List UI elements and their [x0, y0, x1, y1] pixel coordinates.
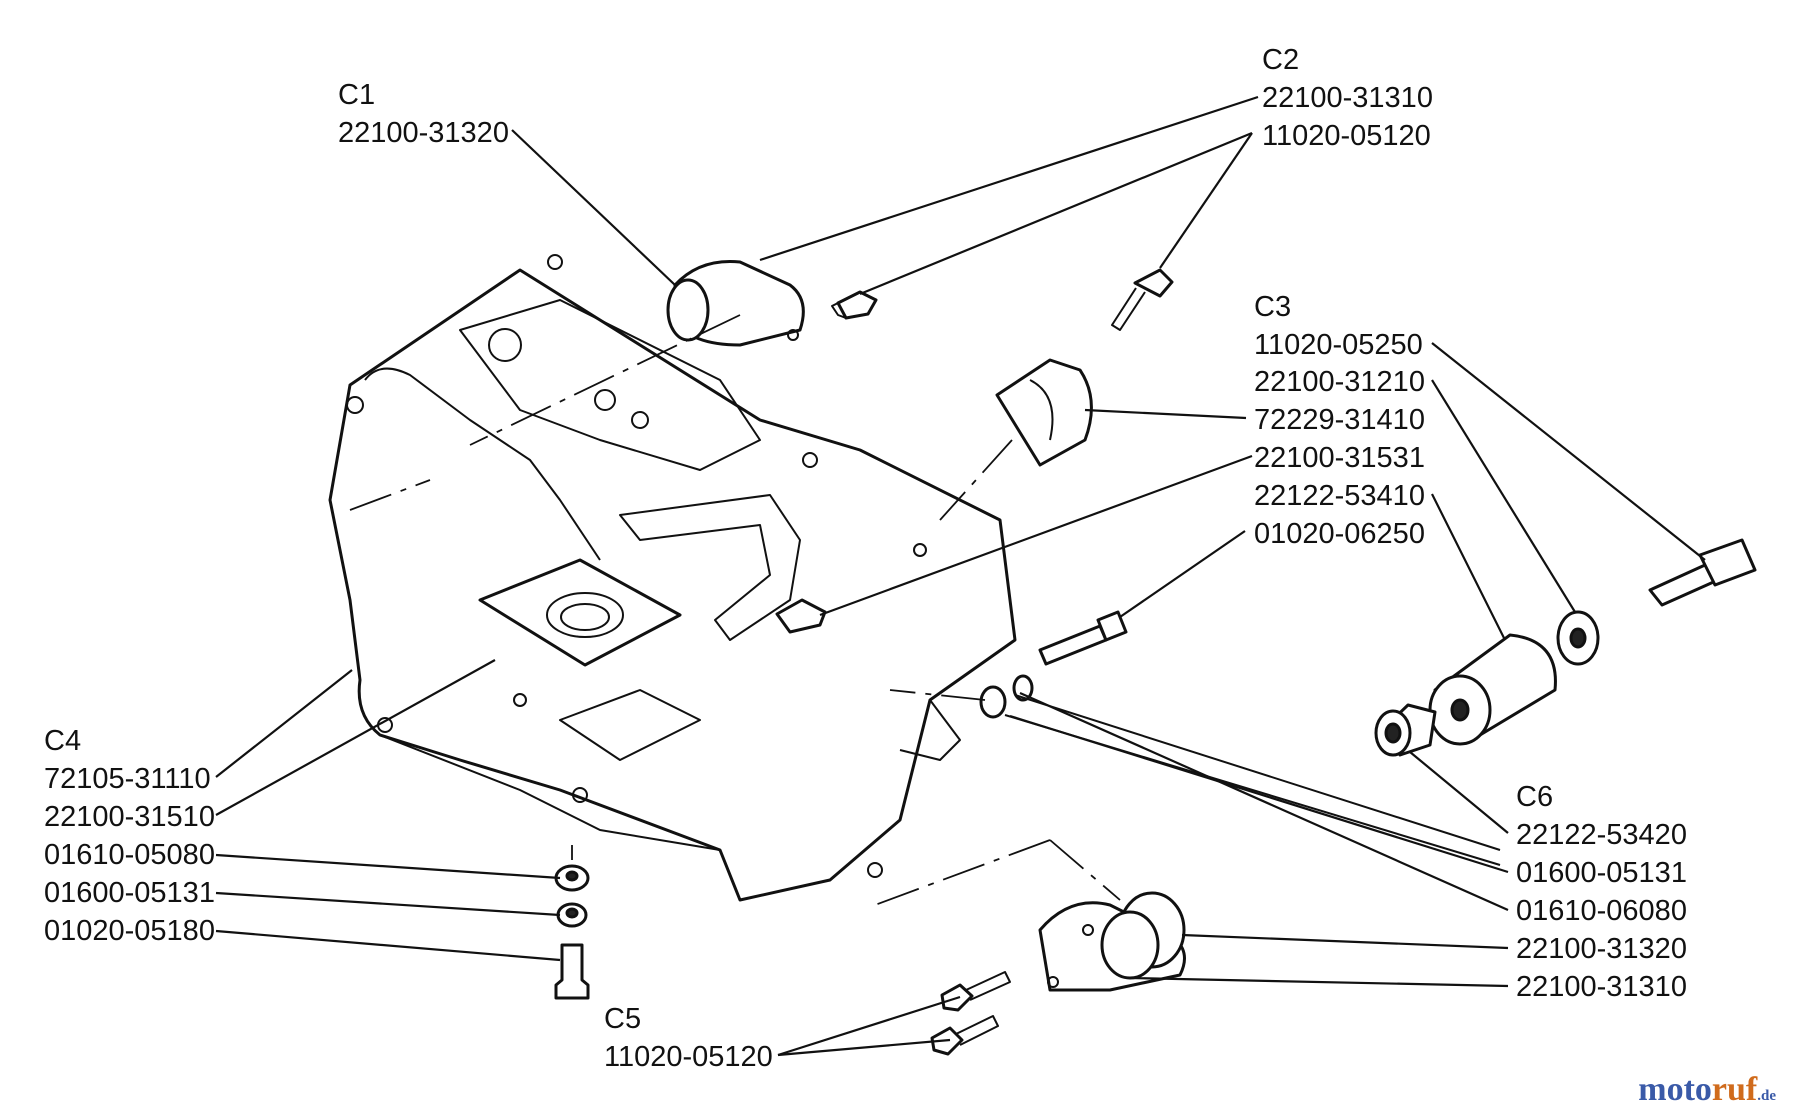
- group-title-c2: C2: [1262, 44, 1299, 76]
- group-title-c1: C1: [338, 79, 375, 111]
- leader-lines: [215, 95, 1706, 1057]
- part-number: 22100-31310: [1516, 971, 1687, 1003]
- damper-c3: [995, 358, 1093, 467]
- bushing-c6: [1374, 703, 1437, 757]
- watermark-part1: moto: [1638, 1071, 1712, 1108]
- watermark-logo: motoruf.de: [1638, 1071, 1776, 1109]
- sleeve-c3: [1428, 633, 1557, 746]
- part-number: 01610-06080: [1516, 895, 1687, 927]
- part-number: 01600-05131: [44, 877, 215, 909]
- part-number: 72229-31410: [1254, 404, 1425, 436]
- group-c3: C3 11020-05250 22100-31210 72229-31410 2…: [1254, 291, 1425, 550]
- part-number: 11020-05120: [604, 1041, 773, 1073]
- washer-stack-c4: [554, 864, 590, 1000]
- part-number: 22100-31320: [338, 117, 509, 149]
- screw-c2-vertical: [1111, 268, 1174, 331]
- group-title-c6: C6: [1516, 781, 1553, 813]
- group-c2: C2 22100-31310 11020-05120: [1262, 44, 1433, 152]
- mount-c6: [1038, 891, 1186, 992]
- plug-c3: [775, 598, 827, 634]
- group-c6: C6 22122-53420 01600-05131 01610-06080 2…: [1516, 781, 1687, 1003]
- part-number: 22100-31510: [44, 801, 215, 833]
- part-number: 22100-31531: [1254, 442, 1425, 474]
- part-number: 01610-05080: [44, 839, 215, 871]
- part-number: 22122-53410: [1254, 480, 1425, 512]
- group-c5: C5 11020-05120: [604, 1003, 773, 1073]
- assembly-lines: [349, 314, 1121, 906]
- part-number: 11020-05120: [1262, 120, 1431, 152]
- mount-c1: [666, 259, 805, 347]
- group-title-c3: C3: [1254, 291, 1291, 323]
- part-number: 22100-31210: [1254, 366, 1425, 398]
- part-number: 22122-53420: [1516, 819, 1687, 851]
- group-c1: C1 22100-31320: [338, 79, 509, 149]
- watermark-suffix: .de: [1757, 1088, 1776, 1104]
- part-number: 11020-05250: [1254, 329, 1423, 361]
- part-number: 01020-05180: [44, 915, 215, 947]
- part-number: 72105-31110: [44, 763, 211, 795]
- group-c4: C4 72105-31110 22100-31510 01610-05080 0…: [44, 725, 215, 947]
- engine-housing: [328, 254, 1017, 902]
- part-number: 22100-31320: [1516, 933, 1687, 965]
- part-number: 01020-06250: [1254, 518, 1425, 550]
- washers-c6: [979, 674, 1034, 719]
- group-title-c5: C5: [604, 1003, 641, 1035]
- part-number: 22100-31310: [1262, 82, 1433, 114]
- washer-c3: [1556, 610, 1600, 666]
- part-number: 01600-05131: [1516, 857, 1687, 889]
- screw-c2: [831, 290, 878, 320]
- bolt-c3: [1038, 610, 1128, 666]
- watermark-part2: ruf: [1711, 1071, 1758, 1108]
- screws-c5: [930, 971, 1011, 1056]
- bolt-c3-right: [1648, 538, 1757, 607]
- group-title-c4: C4: [44, 725, 81, 757]
